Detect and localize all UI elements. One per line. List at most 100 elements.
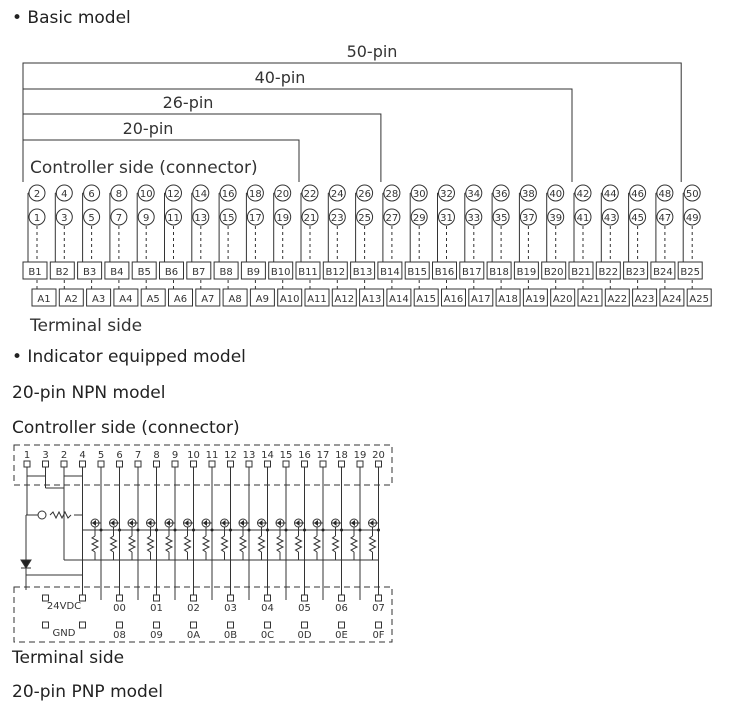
output-terminal-square — [190, 621, 197, 629]
output-terminal-lower-label: 0F — [372, 630, 384, 641]
odd-pin-circle — [629, 208, 647, 226]
odd-pin-circle — [55, 208, 73, 226]
connector-pin-square — [97, 460, 105, 468]
channel-resistor-icon — [257, 535, 266, 553]
a-terminal-label: A22 — [608, 294, 628, 305]
a-terminal-label: A3 — [92, 294, 105, 305]
connector-pin-number: 15 — [280, 450, 293, 461]
odd-pin-number: 11 — [167, 213, 180, 224]
b-terminal-label: B10 — [271, 267, 291, 278]
supply-voltage-label: 24VDC — [47, 601, 81, 612]
connector-pin-square — [338, 460, 345, 468]
pin-count-label: 20-pin — [123, 119, 174, 138]
odd-pin-number: 39 — [549, 213, 562, 224]
odd-pin-number: 9 — [143, 213, 149, 224]
even-pin-number: 24 — [331, 189, 344, 200]
output-terminal-square — [153, 621, 160, 629]
output-terminal-lower-label: 0B — [224, 630, 237, 641]
even-pin-number: 10 — [140, 189, 153, 200]
odd-pin-circle — [28, 208, 46, 226]
protection-diode-icon — [20, 559, 32, 569]
connector-pin-number: 16 — [298, 450, 311, 461]
output-terminal-upper-label: 02 — [187, 603, 200, 614]
channel-resistor-icon — [331, 535, 340, 553]
even-pin-number: 50 — [686, 189, 699, 200]
a-terminal-label: A18 — [498, 294, 518, 305]
odd-pin-number: 17 — [249, 213, 262, 224]
even-pin-number: 42 — [577, 189, 590, 200]
odd-pin-number: 25 — [358, 213, 371, 224]
a-terminal-label: A9 — [256, 294, 269, 305]
even-pin-number: 8 — [116, 189, 122, 200]
odd-pin-number: 43 — [604, 213, 617, 224]
connector-pin-number: 6 — [116, 450, 122, 461]
junction-dot — [266, 528, 269, 532]
connector-pin-number: 9 — [172, 450, 178, 461]
connector-pin-number: 11 — [206, 450, 219, 461]
b-terminal-box — [650, 261, 676, 280]
even-pin-number: 4 — [61, 189, 67, 200]
a-terminal-label: A2 — [65, 294, 78, 305]
b-terminal-label: B14 — [380, 267, 400, 278]
even-pin-number: 40 — [549, 189, 562, 200]
output-terminal-square — [301, 594, 308, 602]
gnd-terminal-square — [79, 621, 86, 629]
connector-pin-square — [190, 460, 197, 468]
a-terminal-box — [659, 288, 685, 307]
b-terminal-box — [432, 261, 457, 280]
odd-pin-number: 45 — [631, 213, 644, 224]
b-terminal-box — [268, 261, 294, 280]
output-terminal-square — [116, 621, 123, 629]
pin-count-label: 26-pin — [163, 93, 214, 112]
junction-dot — [377, 528, 380, 532]
b-terminal-label: B5 — [138, 267, 151, 278]
a-terminal-box — [495, 288, 521, 307]
a-terminal-box — [468, 288, 494, 307]
odd-pin-number: 23 — [331, 213, 344, 224]
b-terminal-label: B17 — [462, 267, 482, 278]
channel-resistor-icon — [312, 535, 322, 553]
a-terminal-label: A13 — [362, 294, 382, 305]
b-terminal-label: B16 — [435, 267, 455, 278]
channel-resistor-icon — [349, 535, 359, 553]
a-terminal-label: A23 — [635, 294, 655, 305]
odd-pin-number: 27 — [386, 213, 399, 224]
connector-pin-square — [245, 460, 253, 468]
a-terminal-box — [686, 288, 712, 307]
junction-dot — [210, 528, 214, 532]
a-terminal-box — [604, 288, 630, 307]
odd-pin-circle — [656, 208, 674, 226]
odd-pin-circle — [438, 208, 455, 226]
b-terminal-box — [295, 261, 321, 280]
connector-pin-square — [227, 460, 234, 468]
odd-pin-circle — [574, 208, 592, 226]
junction-dot — [303, 528, 306, 532]
indicator-model-heading: • Indicator equipped model — [12, 347, 246, 367]
power-led-icon — [37, 510, 47, 520]
b-terminal-label: B11 — [298, 267, 318, 278]
connector-pin-square — [375, 460, 382, 468]
output-terminal-upper-label: 03 — [224, 603, 237, 614]
a-terminal-label: A20 — [553, 294, 573, 305]
odd-pin-circle — [383, 208, 401, 226]
npn-terminal-side-label: Terminal side — [12, 648, 125, 668]
connector-pin-number: 18 — [335, 450, 348, 461]
junction-dot — [247, 528, 251, 532]
a-terminal-box — [86, 288, 112, 307]
odd-pin-number: 31 — [440, 213, 453, 224]
a-terminal-box — [304, 288, 330, 307]
a-terminal-box — [58, 288, 84, 307]
junction-dot — [358, 528, 362, 532]
connector-pin-number: 14 — [261, 450, 274, 461]
a-terminal-label: A5 — [147, 294, 160, 305]
b-terminal-label: B8 — [219, 267, 232, 278]
odd-pin-number: 19 — [276, 213, 289, 224]
pnp-model-title: 20-pin PNP model — [12, 682, 164, 702]
even-pin-number: 38 — [522, 189, 535, 200]
odd-pin-number: 49 — [686, 213, 699, 224]
even-pin-number: 2 — [34, 189, 40, 200]
connector-pin-number: 12 — [224, 450, 237, 461]
odd-pin-circle — [547, 208, 565, 226]
even-pin-number: 36 — [495, 189, 508, 200]
even-pin-number: 16 — [222, 189, 235, 200]
